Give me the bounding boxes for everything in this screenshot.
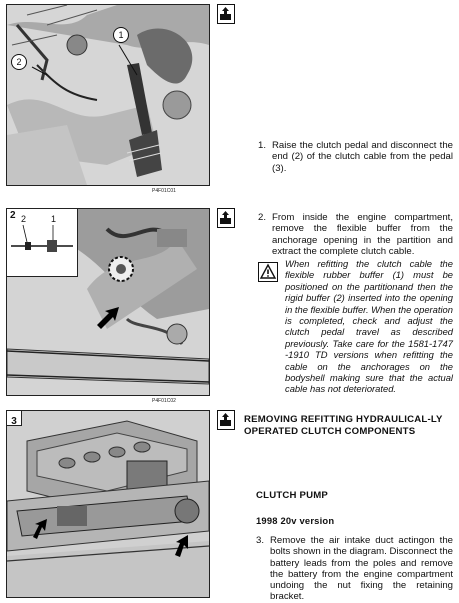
section-heading: REMOVING REFITTING HYDRAULICAL-LY OPERAT… (244, 414, 443, 437)
step-1-number: 1. (258, 140, 267, 151)
step-3: 3. Remove the air intake duct actingon t… (256, 535, 453, 603)
step-1-text: Raise the clutch pedal and disconnect th… (272, 140, 453, 174)
figure-clutch-pedal: 1 2 (6, 4, 210, 186)
warning-triangle-icon (258, 262, 278, 282)
inset-label-1: 1 (51, 214, 57, 224)
buffer-parts-diagram (11, 224, 73, 252)
pointer-arrow-icon (97, 307, 119, 329)
step-2-text: From inside the engine compartment, remo… (272, 212, 453, 257)
manual-book-icon-glyph (220, 211, 231, 224)
manual-book-icon (217, 410, 235, 430)
inset-label-2: 2 (21, 214, 27, 224)
callout-circle-1: 1 (113, 27, 129, 43)
step-2-number: 2. (258, 212, 267, 223)
step-1: 1. Raise the clutch pedal and disconnect… (258, 140, 453, 174)
clutch-pedal-illustration (7, 5, 209, 185)
figure-2-code: P4F01C02 (152, 398, 176, 404)
warning-text: When refitting the clutch cable the flex… (285, 258, 453, 395)
panel-3-number-box: 3 (7, 411, 22, 427)
manual-book-icon-glyph (220, 413, 231, 426)
engine-compartment-illustration (7, 411, 209, 597)
pointer-arrow-icon (175, 535, 188, 557)
manual-book-icon (217, 4, 235, 24)
version-label: 1998 20v version (256, 515, 335, 526)
manual-book-icon (217, 208, 235, 228)
manual-book-icon-glyph (220, 7, 231, 20)
callout-circle-2: 2 (11, 54, 27, 70)
figure-flexible-buffer: 2 2 1 (6, 208, 210, 396)
figure-1-code: P4F01C01 (152, 188, 176, 194)
warning-triangle-glyph (259, 263, 277, 279)
inset-box: 2 2 1 (7, 209, 78, 277)
callout-1-label: 1 (118, 30, 124, 40)
figure-engine-compartment: 3 (6, 410, 210, 598)
step-3-number: 3. (256, 535, 265, 546)
subheading-clutch-pump: CLUTCH PUMP (256, 490, 329, 501)
flexible-buffer-illustration (7, 209, 209, 395)
panel-2-number: 2 (10, 210, 16, 221)
callout-2-label: 2 (16, 57, 22, 67)
pointer-arrow-icon (33, 519, 47, 539)
panel-3-number: 3 (11, 416, 17, 427)
step-3-text: Remove the air intake duct actingon the … (270, 535, 453, 603)
step-2: 2. From inside the engine compartment, r… (258, 212, 453, 257)
